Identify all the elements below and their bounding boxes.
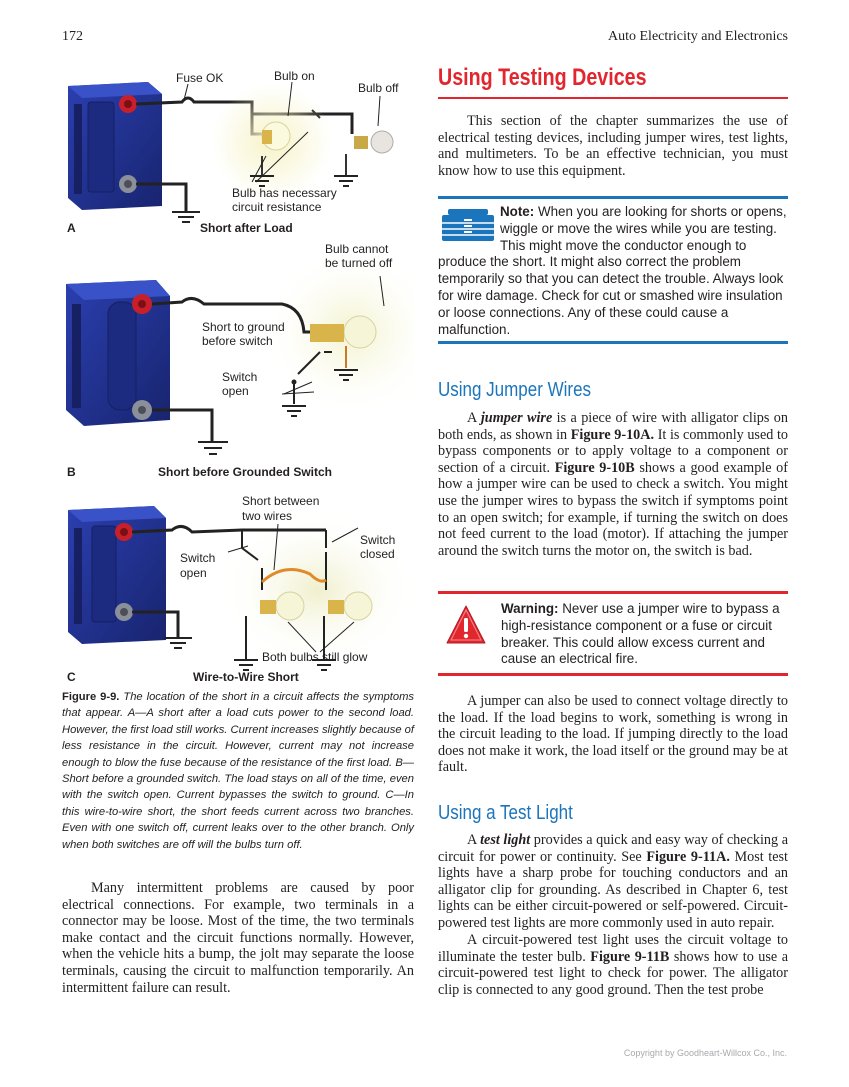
jumper-p1-d: shows a good example of how a jumper wir… [438,459,788,559]
callout-short-ground-line1: Short to ground [202,320,285,334]
caption-label: Figure 9-9. [62,691,120,703]
callout-switch-open-line2: open [222,384,249,398]
bulb-icon [261,121,291,176]
callout-fuse-ok: Fuse OK [176,71,224,85]
note-box: Note: When you are looking for shorts or… [438,196,788,344]
warning-label: Warning: [501,601,559,616]
ground-symbol-icon [164,637,336,671]
jumper-paragraph-2: A jumper can also be used to connect vol… [438,693,788,776]
warning-rule-bottom [438,673,788,676]
bulb-icon [345,130,394,176]
test-light-paragraph-2: A circuit-powered test light uses the ci… [438,932,788,998]
panel-letter-c: C [67,670,76,684]
term-test-light: test light [480,832,531,848]
callout-bulb-cannot-line2: be turned off [325,256,393,270]
test-light-p1-c: Most test lights have a sharp probe for … [438,848,788,931]
callout-resistance-line1: Bulb has necessary [232,186,337,200]
running-head: 172 Auto Electricity and Electronics [62,29,788,49]
section-intro: This section of the chapter summarizes t… [438,113,788,179]
figure-caption: Figure 9-9. The location of the short in… [62,689,414,853]
jumper-p1-a: A [467,410,481,426]
figure-panel-a: Fuse OK Bulb on Bulb off Bulb has necess… [62,64,414,240]
panel-title-c: Wire-to-Wire Short [193,670,299,684]
jumper-paragraph-1: A jumper wire is a piece of wire with al… [438,410,788,559]
battery-icon [66,280,170,426]
ground-symbol-icon [198,369,358,455]
callout-switch-open-line1: Switch [222,370,258,384]
warning-box: Warning: Never use a jumper wire to bypa… [438,591,788,676]
test-light-p1-b: provides a quick and easy way of checkin… [438,832,788,865]
book-title: Auto Electricity and Electronics [608,29,788,44]
bulb-icon [260,591,305,621]
warning-text: Never use a jumper wire to bypass a high… [501,601,780,667]
bulb-icon [310,315,377,368]
caption-text: The location of the short in a circuit a… [62,691,414,851]
jumper-heading: Using Jumper Wires [438,379,592,401]
callout-both-bulbs-glow: Both bulbs still glow [262,650,368,664]
ref-figure-9-10a: Figure 9-10A. [570,426,655,443]
section-title-rule [438,97,788,99]
toolbox-icon [442,209,494,241]
note-icon-spacer [438,204,500,254]
figure-panel-b: Bulb cannot be turned off Short to groun… [62,242,414,479]
warning-triangle-icon [446,605,486,644]
ref-figure-9-10b: Figure 9-10B [554,459,635,476]
callout-bulb-on: Bulb on [274,69,315,83]
panel-letter-b: B [67,465,76,479]
callout-bulb-cannot-line1: Bulb cannot [325,242,389,256]
test-light-p2-b: shows how to use a circuit-powered test … [438,948,788,998]
intermittent-paragraph: Many intermittent problems are caused by… [62,880,414,996]
note-rule-bottom [438,341,788,344]
circuit-diagram-a [68,81,394,223]
note-label: Note: [500,204,535,219]
section-heading-wrap: Using Testing Devices [438,64,788,92]
section-title: Using Testing Devices [438,64,647,91]
test-light-p2-a: A circuit-powered test light uses the ci… [438,932,788,965]
ref-figure-9-11b: Figure 9-11B [590,948,670,965]
note-content: Note: When you are looking for shorts or… [438,204,788,338]
battery-icon [68,82,162,210]
note-text: When you are looking for shorts or opens… [438,204,787,337]
callout-switch-open-c-line1: Switch [180,551,216,565]
test-light-p1-a: A [467,832,481,848]
figure-panel-c: Short between two wires Switch closed Sw… [62,490,414,686]
circuit-diagram-b [66,246,414,455]
callout-resistance-line2: circuit resistance [232,200,322,214]
circuit-diagram-c [68,506,414,671]
callout-short-between-line1: Short between [242,494,320,508]
figure-9-9: Fuse OK Bulb on Bulb off Bulb has necess… [62,64,414,686]
bulb-icon [328,591,373,621]
jumper-heading-wrap: Using Jumper Wires [438,379,788,402]
copyright-notice: Copyright by Goodheart-Willcox Co., Inc. [623,1048,787,1058]
test-light-paragraph-1: A test light provides a quick and easy w… [438,832,788,932]
warning-rule-top [438,591,788,594]
ref-figure-9-11a: Figure 9-11A. [646,848,730,865]
panel-title-a: Short after Load [200,221,293,235]
term-jumper-wire: jumper wire [480,410,553,426]
callout-short-between-line2: two wires [242,509,293,523]
battery-icon [68,506,166,644]
callout-switch-closed-line1: Switch [360,533,396,547]
test-light-heading: Using a Test Light [438,802,573,824]
callout-bulb-off: Bulb off [358,81,399,95]
page-number: 172 [62,29,83,44]
callout-switch-closed-line2: closed [360,547,395,561]
jumper-p1-b: is a piece of wire with alligator clips … [438,410,788,443]
panel-letter-a: A [67,221,76,235]
callout-short-ground-line2: before switch [202,334,273,348]
warning-content: Warning: Never use a jumper wire to bypa… [501,601,788,668]
callout-switch-open-c-line2: open [180,566,207,580]
panel-title-b: Short before Grounded Switch [158,465,333,479]
test-light-heading-wrap: Using a Test Light [438,802,788,825]
jumper-p1-c: It is commonly used to bypass components… [438,426,788,476]
note-rule-top [438,196,788,199]
